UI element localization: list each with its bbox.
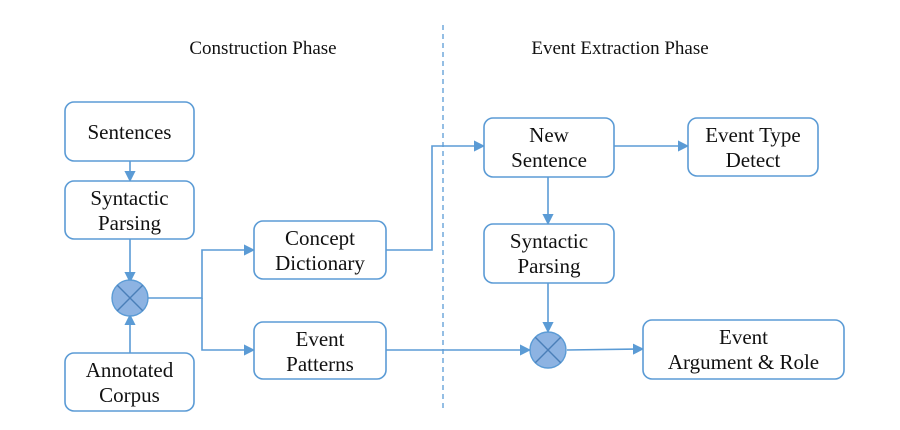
node-event-patterns-line1: Event bbox=[296, 327, 345, 351]
construction-phase-title: Construction Phase bbox=[189, 38, 336, 59]
node-syntactic-parsing-right-line2: Parsing bbox=[518, 254, 582, 278]
edge-combiner-to-event-patterns bbox=[201, 298, 256, 356]
node-annotated-corpus-line2: Corpus bbox=[99, 383, 160, 407]
node-annotated-corpus-box bbox=[64, 352, 195, 412]
node-syntactic-parsing-right: Syntactic Parsing bbox=[483, 223, 615, 284]
node-new-sentence: New Sentence bbox=[483, 117, 615, 178]
node-syntactic-parsing-right-line1: Syntactic bbox=[510, 229, 588, 253]
edge-concept-dictionary-to-new-sentence bbox=[386, 140, 486, 251]
node-event-type-detect-box bbox=[687, 117, 819, 177]
node-concept-dictionary-box bbox=[253, 220, 387, 280]
node-event-patterns-box bbox=[253, 321, 387, 380]
node-sentences-box bbox=[64, 101, 195, 162]
node-concept-dictionary-line2: Dictionary bbox=[275, 251, 365, 275]
node-new-sentence-line2: Sentence bbox=[511, 148, 587, 172]
edge-combiner-to-concept-dictionary bbox=[148, 244, 256, 299]
node-concept-dictionary-line1: Concept bbox=[285, 226, 355, 250]
node-annotated-corpus: Annotated Corpus bbox=[64, 352, 195, 412]
node-event-argument-role-line1: Event bbox=[719, 325, 768, 349]
node-event-argument-role-line2: Argument & Role bbox=[668, 350, 819, 374]
node-event-type-detect-line2: Detect bbox=[726, 148, 781, 172]
node-event-patterns-line2: Patterns bbox=[286, 352, 354, 376]
event-extraction-phase-title: Event Extraction Phase bbox=[531, 38, 708, 59]
node-syntactic-parsing-left: Syntactic Parsing bbox=[64, 180, 195, 240]
node-new-sentence-line1: New bbox=[529, 123, 569, 147]
node-sentences-label: Sentences bbox=[88, 120, 172, 144]
node-syntactic-parsing-left-line1: Syntactic bbox=[90, 186, 168, 210]
node-concept-dictionary: Concept Dictionary bbox=[253, 220, 387, 280]
edge-combiner-to-event-argument-role bbox=[566, 343, 645, 355]
node-event-patterns: Event Patterns bbox=[253, 321, 387, 380]
node-new-sentence-box bbox=[483, 117, 615, 178]
combiner-left-cross-b bbox=[116, 284, 144, 312]
node-event-argument-role-box bbox=[642, 319, 845, 380]
edges bbox=[124, 140, 690, 356]
node-syntactic-parsing-left-line2: Parsing bbox=[98, 211, 162, 235]
node-syntactic-parsing-left-box bbox=[64, 180, 195, 240]
node-sentences: Sentences bbox=[64, 101, 195, 162]
node-event-type-detect-line1: Event Type bbox=[705, 123, 801, 147]
node-event-argument-role: Event Argument & Role bbox=[642, 319, 845, 380]
combiner-right-cross-b bbox=[534, 336, 562, 364]
combiner-left bbox=[111, 279, 149, 317]
node-event-type-detect: Event Type Detect bbox=[687, 117, 819, 177]
node-annotated-corpus-line1: Annotated bbox=[86, 358, 174, 382]
node-syntactic-parsing-right-box bbox=[483, 223, 615, 284]
combiner-right bbox=[529, 331, 567, 369]
